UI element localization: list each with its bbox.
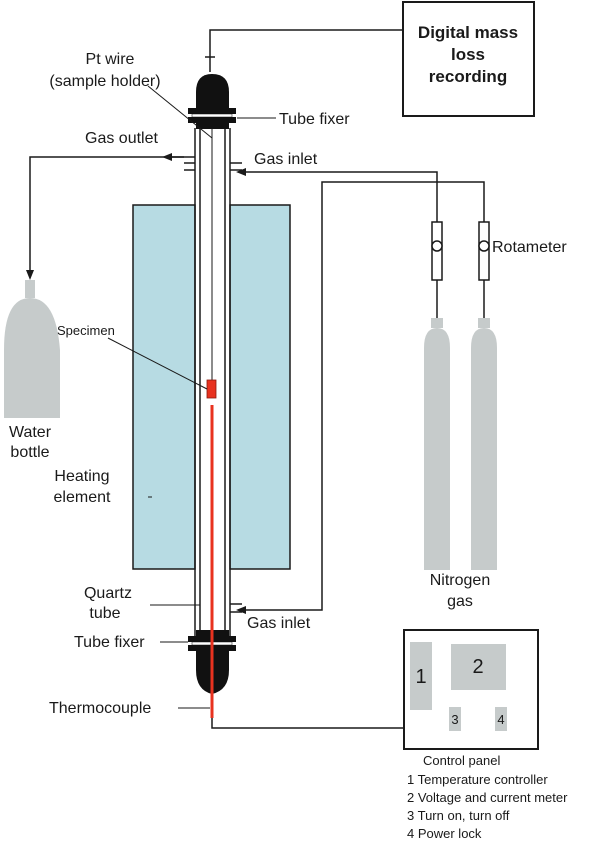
water-bottle-label-2: bottle bbox=[10, 444, 49, 461]
legend-item-1: 1 Temperature controller bbox=[407, 772, 548, 787]
panel-item-4 bbox=[495, 707, 507, 731]
panel-item-2-label: 2 bbox=[472, 656, 483, 678]
specimen bbox=[206, 379, 217, 399]
label-leaders bbox=[107, 85, 276, 709]
digital-mass-label-1: Digital mass bbox=[418, 23, 518, 42]
nitrogen-cylinder-left bbox=[424, 318, 450, 570]
gas-inlet-top-line bbox=[230, 162, 438, 222]
gas-inlet-bottom-label: Gas inlet bbox=[247, 615, 311, 632]
water-bottle bbox=[4, 280, 60, 418]
thermocouple-label: Thermocouple bbox=[49, 700, 151, 717]
legend-item-4: 4 Power lock bbox=[407, 826, 482, 841]
pt-wire-label-1: Pt wire bbox=[86, 51, 135, 68]
panel-item-1-label: 1 bbox=[415, 666, 426, 688]
heating-element-label-2: element bbox=[54, 489, 111, 506]
legend-item-2: 2 Voltage and current meter bbox=[407, 790, 568, 805]
nitrogen-gas-label-1: Nitrogen bbox=[430, 572, 490, 589]
pt-wire-label-2: (sample holder) bbox=[49, 73, 160, 90]
nitrogen-cylinder-right bbox=[471, 318, 497, 570]
gas-inlet-bottom-line bbox=[230, 181, 485, 613]
gas-outlet-line bbox=[29, 156, 195, 272]
panel-item-3 bbox=[449, 707, 461, 731]
digital-mass-recorder: Digital mass loss recording bbox=[402, 1, 535, 117]
panel-item-4-label: 4 bbox=[497, 712, 504, 727]
digital-mass-label-3: recording bbox=[429, 67, 507, 86]
panel-item-2 bbox=[451, 644, 506, 690]
legend-item-3: 3 Turn on, turn off bbox=[407, 808, 510, 823]
water-bottle-label-1: Water bbox=[9, 424, 52, 441]
quartz-tube-label-1: Quartz bbox=[84, 585, 132, 602]
tube-fixer-top-label: Tube fixer bbox=[279, 111, 350, 128]
gas-inlet-top-label: Gas inlet bbox=[254, 151, 318, 168]
tube-fixer-bottom-label: Tube fixer bbox=[74, 634, 145, 651]
heating-element-right bbox=[229, 204, 291, 570]
rotameter-left bbox=[431, 221, 443, 318]
quartz-tube bbox=[194, 128, 231, 645]
gas-outlet-label: Gas outlet bbox=[85, 130, 158, 147]
top-tube-fixer bbox=[188, 74, 236, 129]
panel-item-1 bbox=[410, 642, 432, 710]
quartz-tube-label-2: tube bbox=[89, 605, 120, 622]
rotameter-label: Rotameter bbox=[492, 239, 567, 256]
specimen-label: Specimen bbox=[57, 323, 115, 338]
nitrogen-gas-label-2: gas bbox=[447, 593, 473, 610]
control-panel: 1 2 3 4 bbox=[403, 629, 539, 750]
recorder-wire bbox=[209, 29, 403, 72]
control-panel-title: Control panel bbox=[423, 753, 500, 768]
control-wire bbox=[211, 718, 404, 729]
rotameter-right bbox=[478, 221, 490, 318]
digital-mass-label-2: loss bbox=[451, 45, 485, 64]
heating-element-label-1: Heating bbox=[54, 468, 109, 485]
heating-element-left bbox=[132, 204, 196, 570]
panel-item-3-label: 3 bbox=[451, 712, 458, 727]
